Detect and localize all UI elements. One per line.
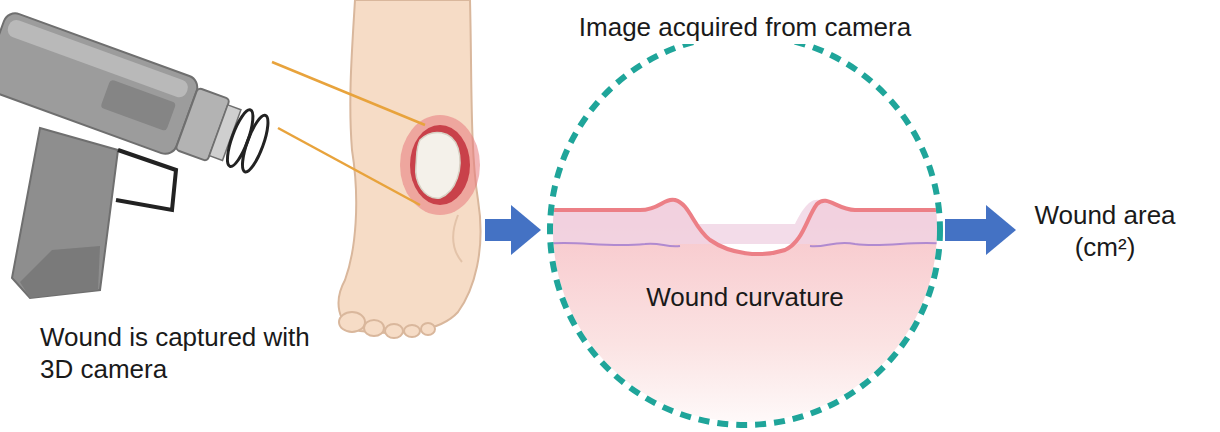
image-circle: Image acquired from cameraWound curvatur… — [545, 12, 945, 430]
foot — [339, 0, 481, 338]
capture-beam — [272, 62, 425, 205]
camera-3d — [0, 10, 277, 298]
body-text: Wound curvature — [646, 282, 844, 314]
caption-text: Wound is captured with 3D camera — [40, 322, 340, 385]
heading-text: Image acquired from camera — [573, 12, 917, 44]
block-arrow — [945, 219, 986, 241]
skin-section — [545, 200, 945, 430]
block-arrow — [485, 219, 511, 241]
result-text: Wound area (cm²) — [1020, 200, 1190, 263]
capture-illustration: Wound is captured with 3D camera — [0, 0, 485, 420]
circle-outline — [545, 12, 945, 430]
output-label: Wound area (cm²) — [1020, 200, 1190, 268]
